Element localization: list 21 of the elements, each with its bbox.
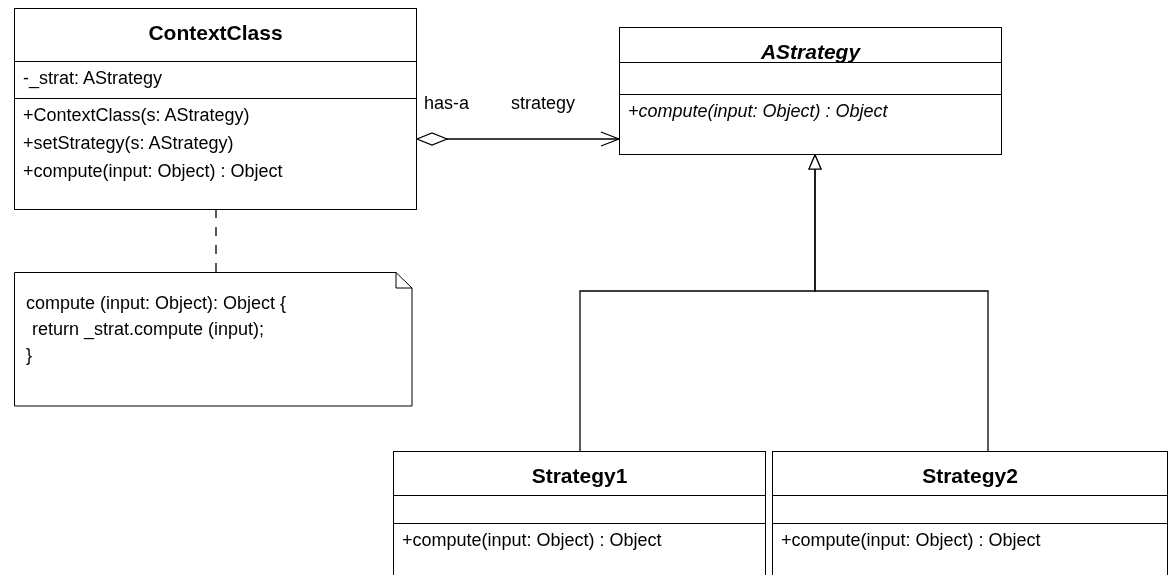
class-name: Strategy1 xyxy=(531,464,628,487)
method-text: +ContextClass(s: AStrategy) xyxy=(23,104,251,127)
class-box xyxy=(14,8,417,210)
code-text: compute (input: Object): Object { xyxy=(25,292,288,315)
class-box xyxy=(772,451,1168,575)
method-text: +compute(input: Object) : Object xyxy=(628,100,889,123)
abstract-class-box xyxy=(619,27,1002,155)
aggregation-arrow xyxy=(416,131,620,147)
code-text: } xyxy=(25,344,33,367)
method-text: +setStrategy(s: AStrategy) xyxy=(23,132,235,155)
method-text: +compute(input: Object) : Object xyxy=(23,160,284,183)
attribute-text: -_strat: AStrategy xyxy=(23,67,164,91)
class-box xyxy=(393,451,766,575)
method-text: +compute(input: Object) : Object xyxy=(781,529,1042,552)
class-name: ContextClass xyxy=(148,21,283,44)
class-name: AStrategy xyxy=(760,40,861,63)
method-text: +compute(input: Object) : Object xyxy=(402,529,663,552)
inheritance-arrow xyxy=(808,154,989,452)
code-text: return _strat.compute (input); xyxy=(31,318,266,342)
note-connector xyxy=(215,209,217,273)
class-name: Strategy2 xyxy=(922,464,1018,487)
